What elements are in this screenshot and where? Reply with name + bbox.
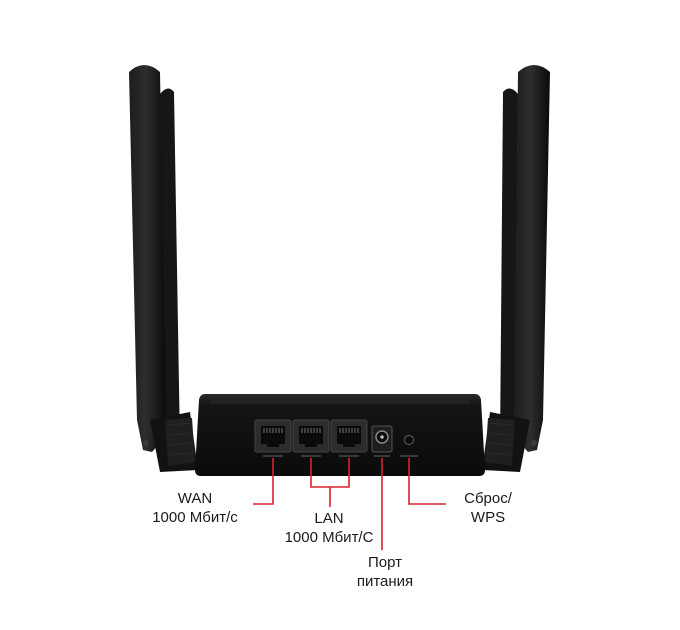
reset-callout-line bbox=[408, 458, 446, 505]
wan-callout-line bbox=[253, 458, 274, 505]
right-antenna-hinge bbox=[482, 412, 530, 472]
power-port bbox=[371, 425, 393, 457]
callout-lines bbox=[253, 458, 446, 550]
left-antenna-front bbox=[129, 65, 166, 452]
reset-label-line2: WPS bbox=[470, 509, 506, 526]
wan-label: WAN 1000 Мбит/с bbox=[140, 489, 250, 527]
right-antenna-rear bbox=[500, 88, 518, 452]
power-label-line1: Порт bbox=[367, 554, 402, 571]
wan-label-line2: 1000 Мбит/с bbox=[152, 509, 238, 526]
lan-label: LAN 1000 Мбит/С bbox=[274, 509, 384, 547]
lan-label-line2: 1000 Мбит/С bbox=[284, 529, 374, 546]
wan-port bbox=[254, 419, 292, 457]
reset-wps-label: Сброс/ WPS bbox=[448, 489, 528, 527]
reset-wps-button bbox=[400, 434, 418, 457]
lan-callout-line bbox=[310, 458, 350, 507]
reset-label-line1: Сброс/ bbox=[464, 490, 512, 507]
lan-label-line1: LAN bbox=[314, 510, 344, 527]
left-antenna-hinge bbox=[150, 412, 198, 472]
right-antenna-front bbox=[514, 65, 550, 452]
power-port-label: Порт питания bbox=[340, 553, 430, 591]
lan-port-2 bbox=[330, 419, 368, 457]
wan-label-line1: WAN bbox=[177, 490, 213, 507]
lan-port-1 bbox=[292, 419, 330, 457]
power-label-line2: питания bbox=[356, 573, 414, 590]
